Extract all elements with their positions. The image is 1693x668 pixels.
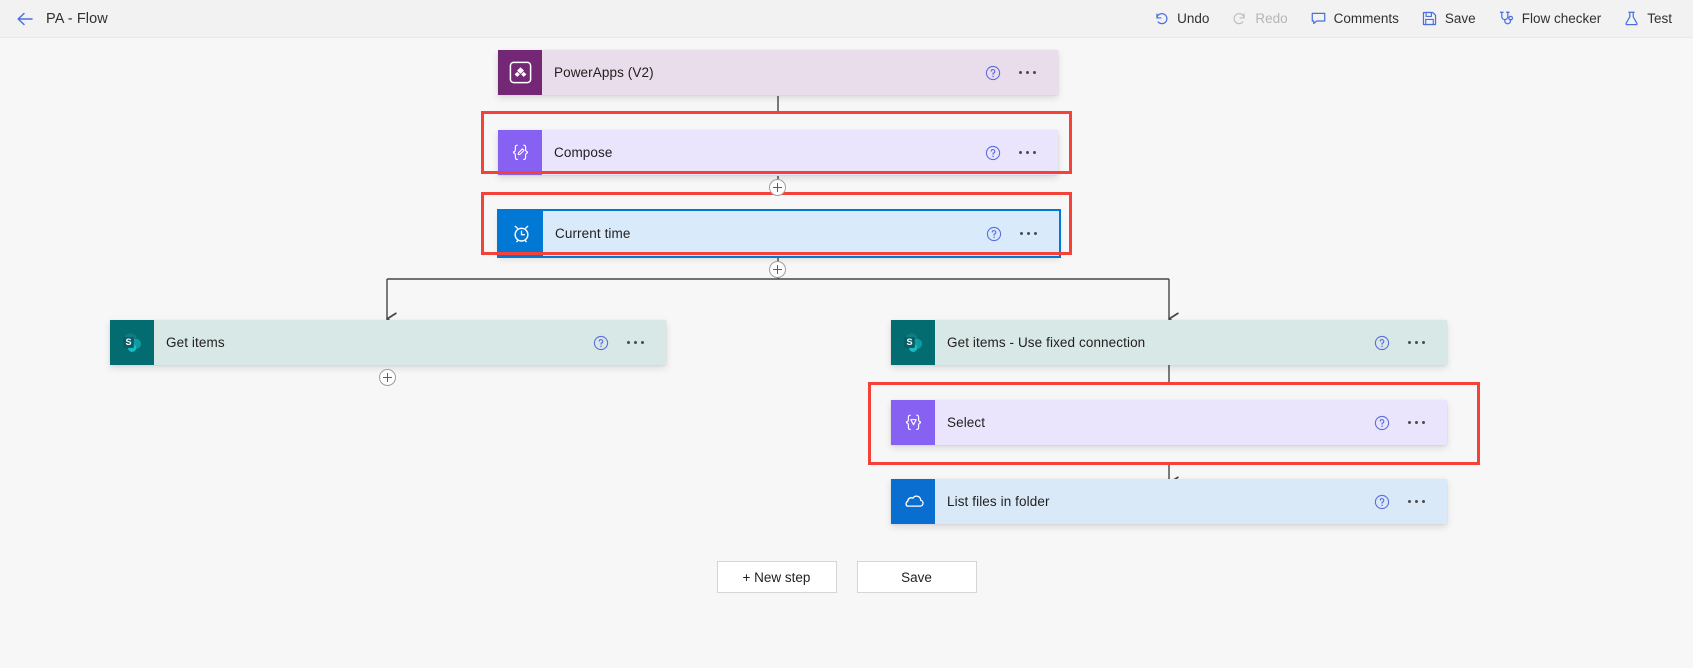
sharepoint-icon: S bbox=[891, 320, 935, 365]
card-actions bbox=[593, 335, 659, 351]
more-options-icon[interactable] bbox=[1017, 67, 1039, 79]
flask-icon bbox=[1623, 10, 1640, 27]
flow-checker-button[interactable]: Flow checker bbox=[1487, 0, 1613, 38]
add-step-button-after-compose[interactable] bbox=[769, 179, 786, 196]
more-options-icon[interactable] bbox=[1406, 496, 1428, 508]
compose-icon bbox=[498, 130, 542, 175]
flow-node-compose[interactable]: Compose bbox=[498, 130, 1058, 175]
more-options-icon[interactable] bbox=[1017, 147, 1039, 159]
help-circle-icon[interactable] bbox=[1374, 415, 1390, 431]
save-icon bbox=[1421, 10, 1438, 27]
canvas-save-button[interactable]: Save bbox=[856, 561, 977, 593]
undo-button[interactable]: Undo bbox=[1142, 0, 1220, 38]
sharepoint-icon: S bbox=[110, 320, 154, 365]
undo-icon bbox=[1153, 10, 1170, 27]
clock-icon bbox=[499, 211, 543, 256]
comments-label: Comments bbox=[1333, 11, 1399, 26]
canvas-bottom-actions: + New step Save bbox=[0, 561, 1693, 593]
flow-node-title: Select bbox=[947, 415, 986, 430]
more-options-icon[interactable] bbox=[1406, 417, 1428, 429]
flow-node-get-items[interactable]: S Get items bbox=[110, 320, 666, 365]
more-options-icon[interactable] bbox=[1406, 337, 1428, 349]
comment-icon bbox=[1310, 10, 1327, 27]
comments-button[interactable]: Comments bbox=[1299, 0, 1410, 38]
svg-text:S: S bbox=[125, 337, 131, 347]
powerapps-icon bbox=[498, 50, 542, 95]
flow-canvas[interactable]: PowerApps (V2) Compos bbox=[0, 38, 1693, 668]
card-actions bbox=[1374, 335, 1440, 351]
card-actions bbox=[985, 145, 1051, 161]
flow-node-title: Current time bbox=[555, 226, 631, 241]
help-circle-icon[interactable] bbox=[985, 145, 1001, 161]
card-actions bbox=[1374, 494, 1440, 510]
page-title: PA - Flow bbox=[46, 10, 108, 27]
test-button[interactable]: Test bbox=[1612, 0, 1683, 38]
flow-checker-label: Flow checker bbox=[1521, 11, 1602, 26]
redo-button[interactable]: Redo bbox=[1220, 0, 1298, 38]
new-step-button[interactable]: + New step bbox=[716, 561, 837, 593]
help-circle-icon[interactable] bbox=[1374, 335, 1390, 351]
card-actions bbox=[985, 65, 1051, 81]
header-toolbar: Undo Redo Comments bbox=[1142, 0, 1683, 38]
get-items-fixed-card-body: Get items - Use fixed connection bbox=[935, 320, 1447, 365]
add-step-button-after-current-time[interactable] bbox=[769, 261, 786, 278]
help-circle-icon[interactable] bbox=[985, 65, 1001, 81]
card-actions bbox=[1374, 415, 1440, 431]
save-label: Save bbox=[1444, 11, 1476, 26]
arrow-left-icon bbox=[15, 9, 35, 29]
svg-text:S: S bbox=[906, 337, 912, 347]
list-files-card-body: List files in folder bbox=[935, 479, 1447, 524]
add-step-button-after-get-items[interactable] bbox=[379, 369, 396, 386]
more-options-icon[interactable] bbox=[625, 337, 647, 349]
flow-node-select[interactable]: Select bbox=[891, 400, 1447, 445]
select-icon bbox=[891, 400, 935, 445]
save-button[interactable]: Save bbox=[1410, 0, 1487, 38]
more-options-icon[interactable] bbox=[1018, 228, 1040, 240]
redo-label: Redo bbox=[1255, 11, 1288, 26]
flow-node-title: List files in folder bbox=[947, 494, 1050, 509]
test-label: Test bbox=[1647, 11, 1672, 26]
flow-node-title: Get items bbox=[166, 335, 225, 350]
flow-node-title: Get items - Use fixed connection bbox=[947, 335, 1146, 350]
help-circle-icon[interactable] bbox=[1374, 494, 1390, 510]
card-actions bbox=[986, 226, 1052, 242]
flow-node-get-items-fixed[interactable]: S Get items - Use fixed connection bbox=[891, 320, 1447, 365]
help-circle-icon[interactable] bbox=[593, 335, 609, 351]
flow-node-title: Compose bbox=[554, 145, 613, 160]
stethoscope-icon bbox=[1498, 10, 1515, 27]
flow-node-list-files[interactable]: List files in folder bbox=[891, 479, 1447, 524]
flow-node-title: PowerApps (V2) bbox=[554, 65, 654, 80]
get-items-card-body: Get items bbox=[154, 320, 666, 365]
select-card-body: Select bbox=[935, 400, 1447, 445]
compose-card-body: Compose bbox=[542, 130, 1058, 175]
back-button[interactable] bbox=[8, 2, 42, 36]
redo-icon bbox=[1231, 10, 1248, 27]
powerapps-card-body: PowerApps (V2) bbox=[542, 50, 1058, 95]
onedrive-icon bbox=[891, 479, 935, 524]
flow-node-current-time[interactable]: Current time bbox=[499, 211, 1059, 256]
help-circle-icon[interactable] bbox=[986, 226, 1002, 242]
current-time-card-body: Current time bbox=[543, 211, 1059, 256]
flow-node-powerapps[interactable]: PowerApps (V2) bbox=[498, 50, 1058, 95]
undo-label: Undo bbox=[1177, 11, 1210, 26]
app-header: PA - Flow Undo Redo bbox=[0, 0, 1693, 38]
